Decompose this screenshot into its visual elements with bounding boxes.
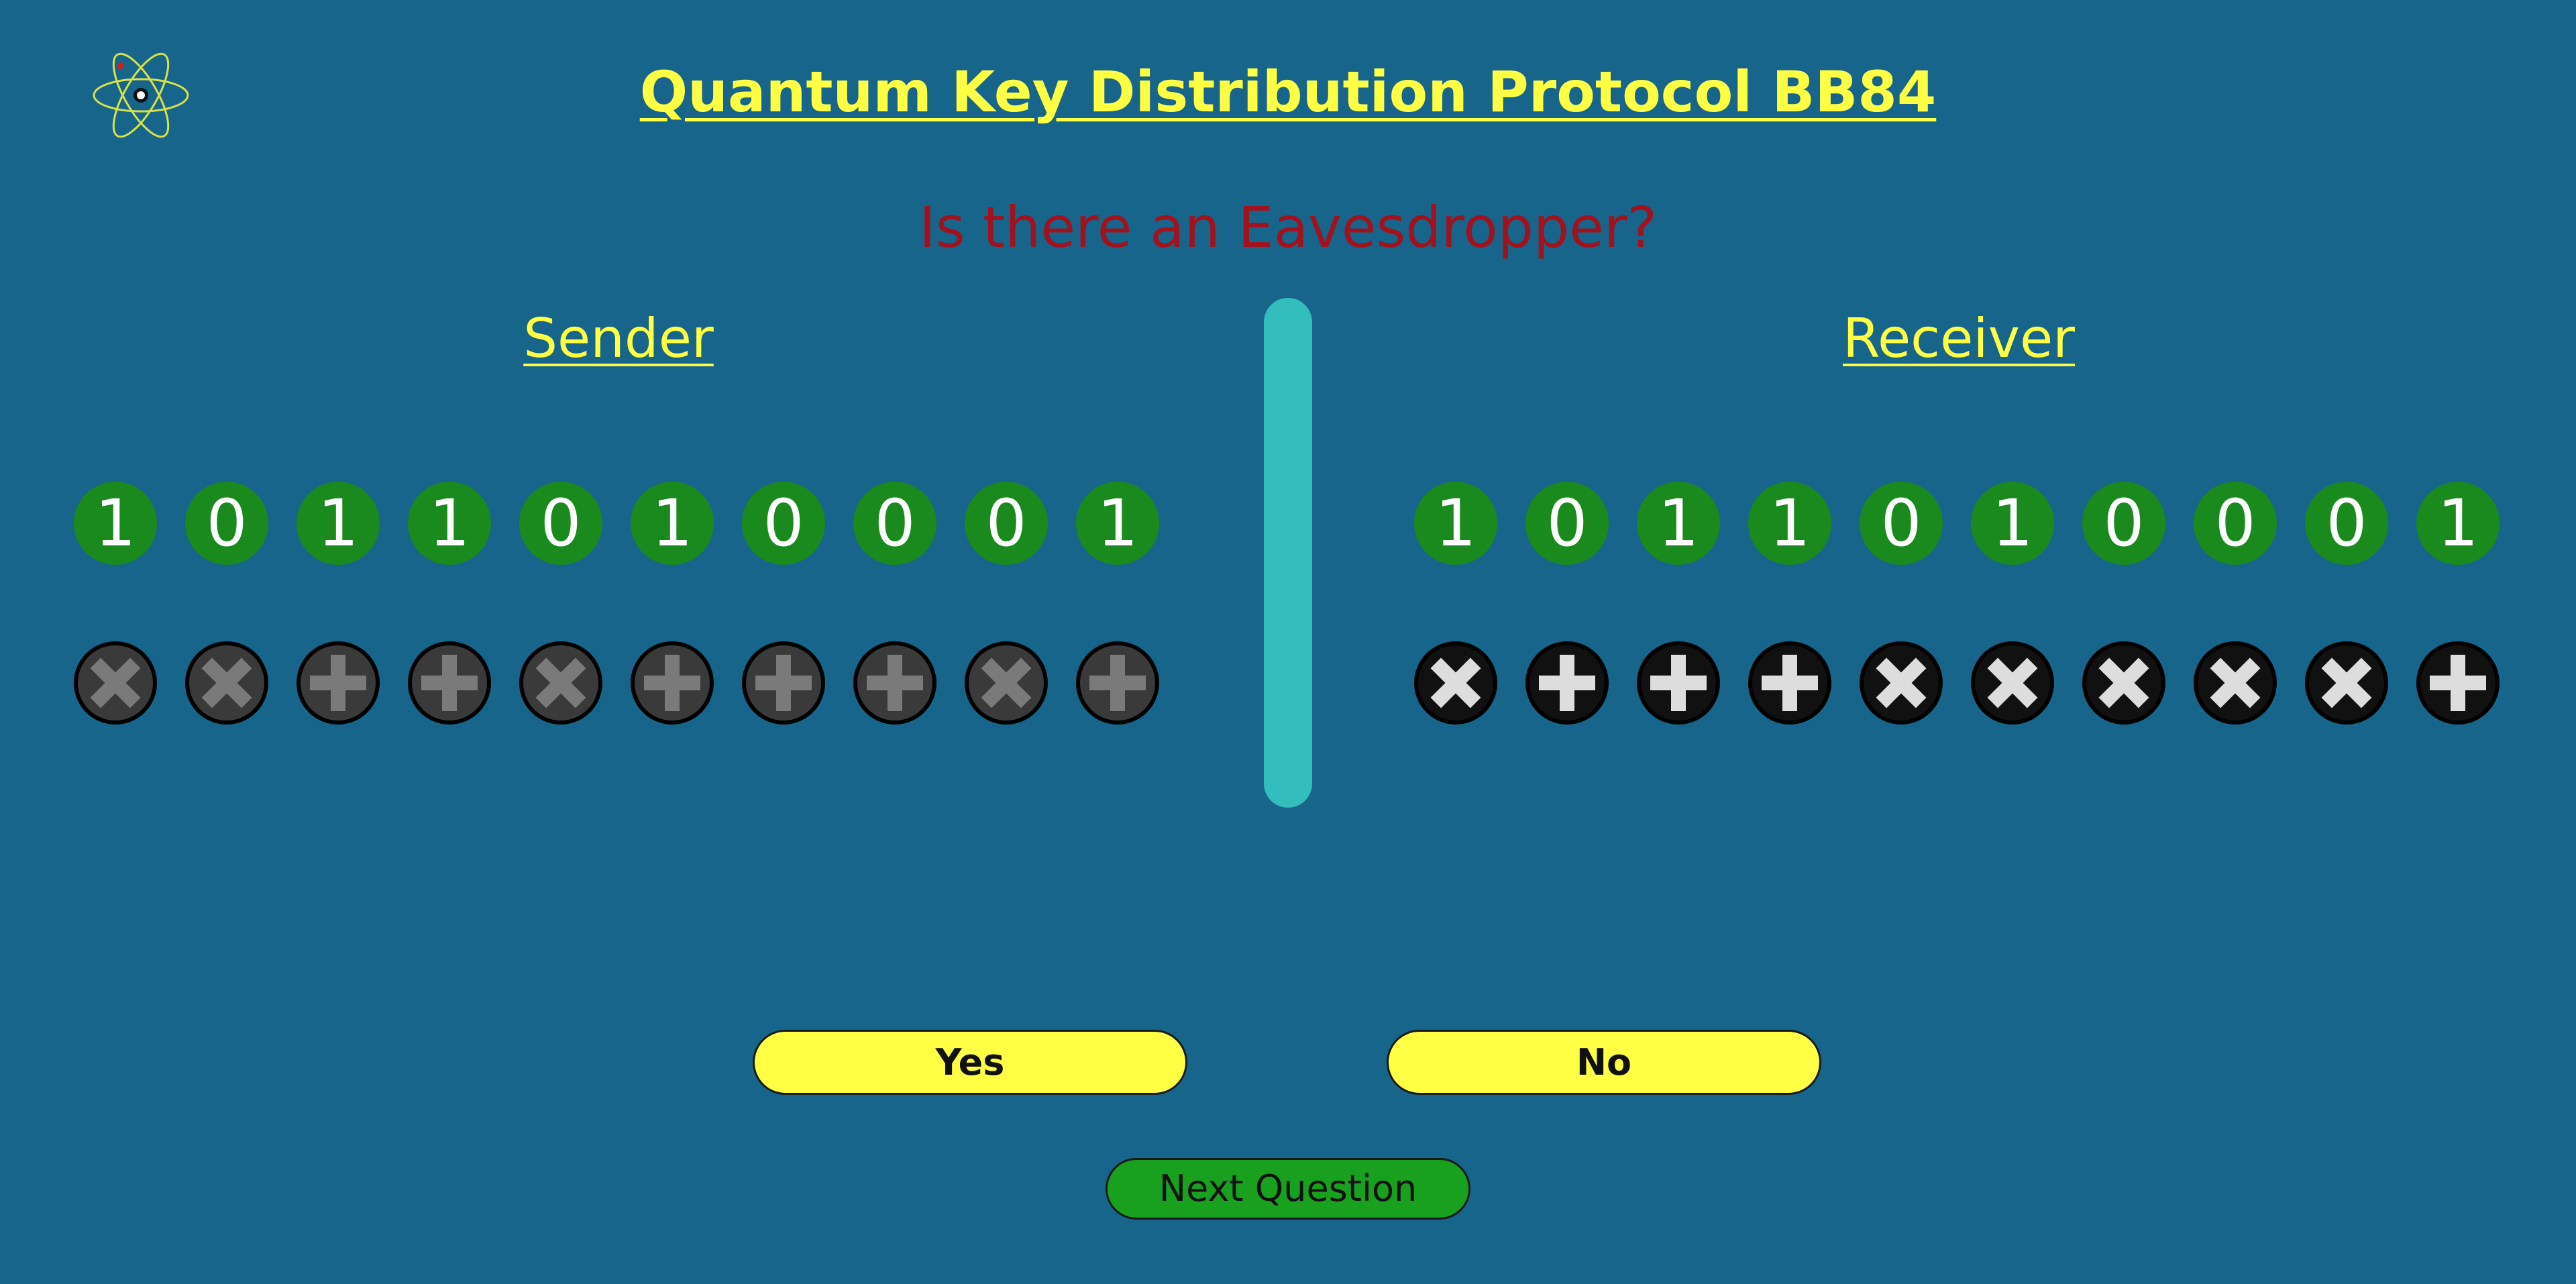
receiver-bit: 1	[1748, 482, 1831, 565]
receiver-bit: 0	[2194, 482, 2277, 565]
receiver-bit: 1	[2416, 482, 2500, 565]
rectilinear-basis-icon	[1637, 641, 1720, 725]
page-title: Quantum Key Distribution Protocol BB84	[639, 59, 1937, 125]
sender-bit: 0	[742, 482, 825, 565]
sender-bit: 0	[519, 482, 602, 565]
rectilinear-basis-icon	[297, 641, 380, 725]
diagonal-basis-icon	[1860, 641, 1943, 725]
diagonal-basis-icon	[1971, 641, 2054, 725]
rectilinear-basis-icon	[853, 641, 936, 725]
atom-icon	[93, 52, 189, 138]
diagonal-basis-icon	[2305, 641, 2388, 725]
rectilinear-basis-icon	[408, 641, 491, 725]
diagonal-basis-icon	[965, 641, 1048, 725]
diagonal-basis-icon	[1414, 641, 1497, 725]
sender-bit: 1	[1076, 482, 1159, 565]
diagonal-basis-icon	[74, 641, 157, 725]
receiver-bit: 0	[1860, 482, 1943, 565]
receiver-bit: 1	[1971, 482, 2054, 565]
receiver-basis-row	[1414, 641, 2500, 725]
sender-basis-row	[74, 641, 1159, 725]
receiver-bit: 0	[2082, 482, 2165, 565]
diagonal-basis-icon	[2194, 641, 2277, 725]
receiver-bit: 1	[1637, 482, 1720, 565]
sender-bit: 1	[408, 482, 491, 565]
rectilinear-basis-icon	[1748, 641, 1831, 725]
sender-bit: 0	[185, 482, 268, 565]
sender-heading: Sender	[523, 307, 714, 370]
rectilinear-basis-icon	[1076, 641, 1159, 725]
rectilinear-basis-icon	[742, 641, 825, 725]
panel-divider	[1264, 298, 1312, 808]
rectilinear-basis-icon	[2416, 641, 2500, 725]
rectilinear-basis-icon	[631, 641, 714, 725]
receiver-bit: 0	[1525, 482, 1609, 565]
sender-bit: 0	[965, 482, 1048, 565]
sender-bit: 1	[631, 482, 714, 565]
diagonal-basis-icon	[185, 641, 268, 725]
receiver-bit: 0	[2305, 482, 2388, 565]
diagonal-basis-icon	[2082, 641, 2165, 725]
question-text: Is there an Eavesdropper?	[918, 195, 1658, 260]
yes-button[interactable]: Yes	[753, 1030, 1187, 1095]
receiver-bit: 1	[1414, 482, 1497, 565]
rectilinear-basis-icon	[1525, 641, 1609, 725]
next-question-button[interactable]: Next Question	[1106, 1158, 1470, 1220]
sender-bit: 1	[74, 482, 157, 565]
sender-bit: 0	[853, 482, 936, 565]
sender-bit: 1	[297, 482, 380, 565]
diagonal-basis-icon	[519, 641, 602, 725]
no-button[interactable]: No	[1387, 1030, 1821, 1095]
receiver-heading: Receiver	[1842, 307, 2076, 370]
